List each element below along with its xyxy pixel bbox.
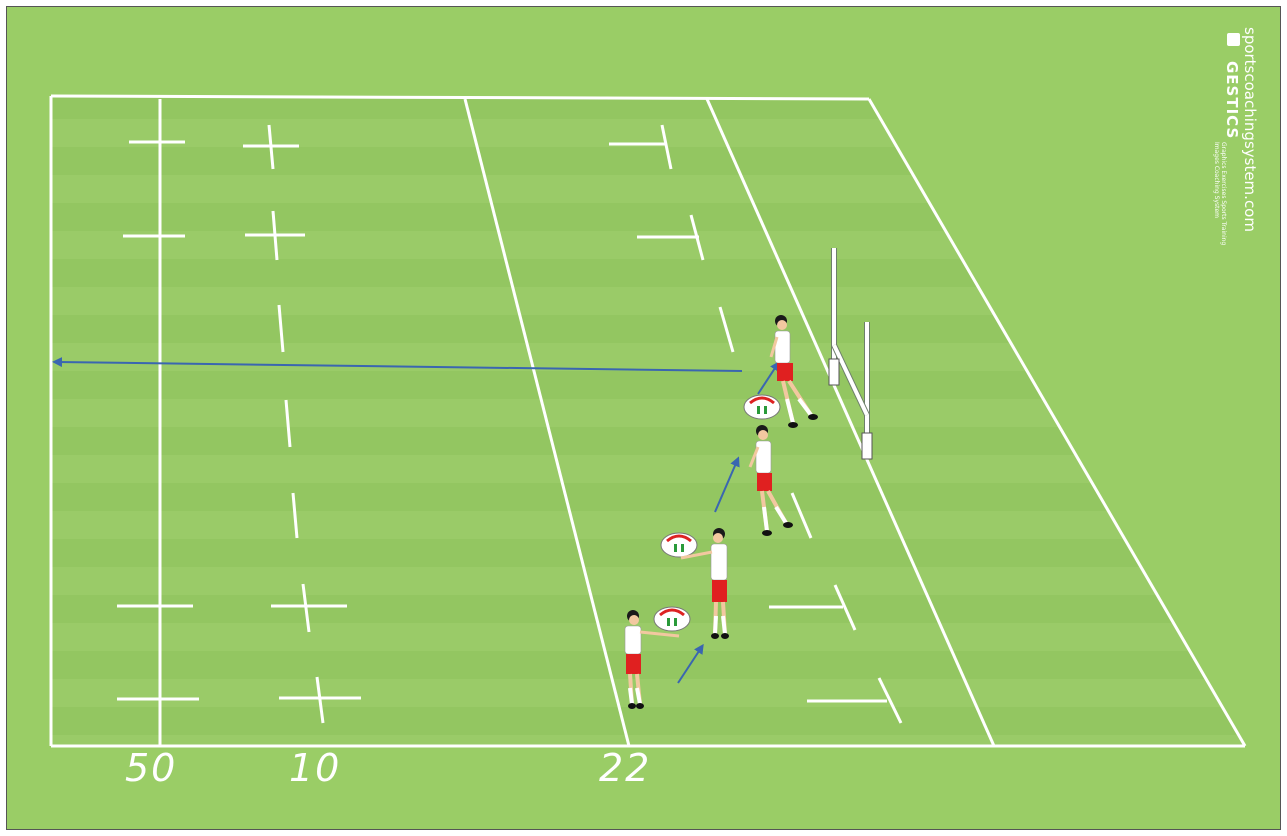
watermark-brand: GESTICS bbox=[1223, 61, 1241, 139]
rugby-ball bbox=[654, 607, 690, 631]
watermark-tagline: Graphics Exercises Sports Training Image… bbox=[1213, 142, 1227, 245]
watermark: sportscoachingsystem.com GESTICS Graphic… bbox=[1229, 27, 1281, 307]
rugby-pitch bbox=[7, 7, 1281, 830]
yard-label-10: 10 bbox=[289, 749, 341, 787]
rugby-ball bbox=[744, 395, 780, 419]
watermark-tagline-2: Images Coaching System bbox=[1213, 142, 1220, 245]
pitch-surface bbox=[51, 96, 1245, 746]
yard-label-50: 50 bbox=[125, 749, 177, 787]
yard-label-22: 22 bbox=[599, 749, 651, 787]
rugby-ball bbox=[661, 533, 697, 557]
gestics-logo-icon bbox=[1227, 33, 1240, 46]
watermark-site: sportscoachingsystem.com bbox=[1241, 27, 1259, 232]
watermark-tagline-1: Graphics Exercises Sports Training bbox=[1220, 142, 1227, 245]
diagram-frame: 50 10 22 sportscoachingsystem.com GESTIC… bbox=[6, 6, 1281, 830]
